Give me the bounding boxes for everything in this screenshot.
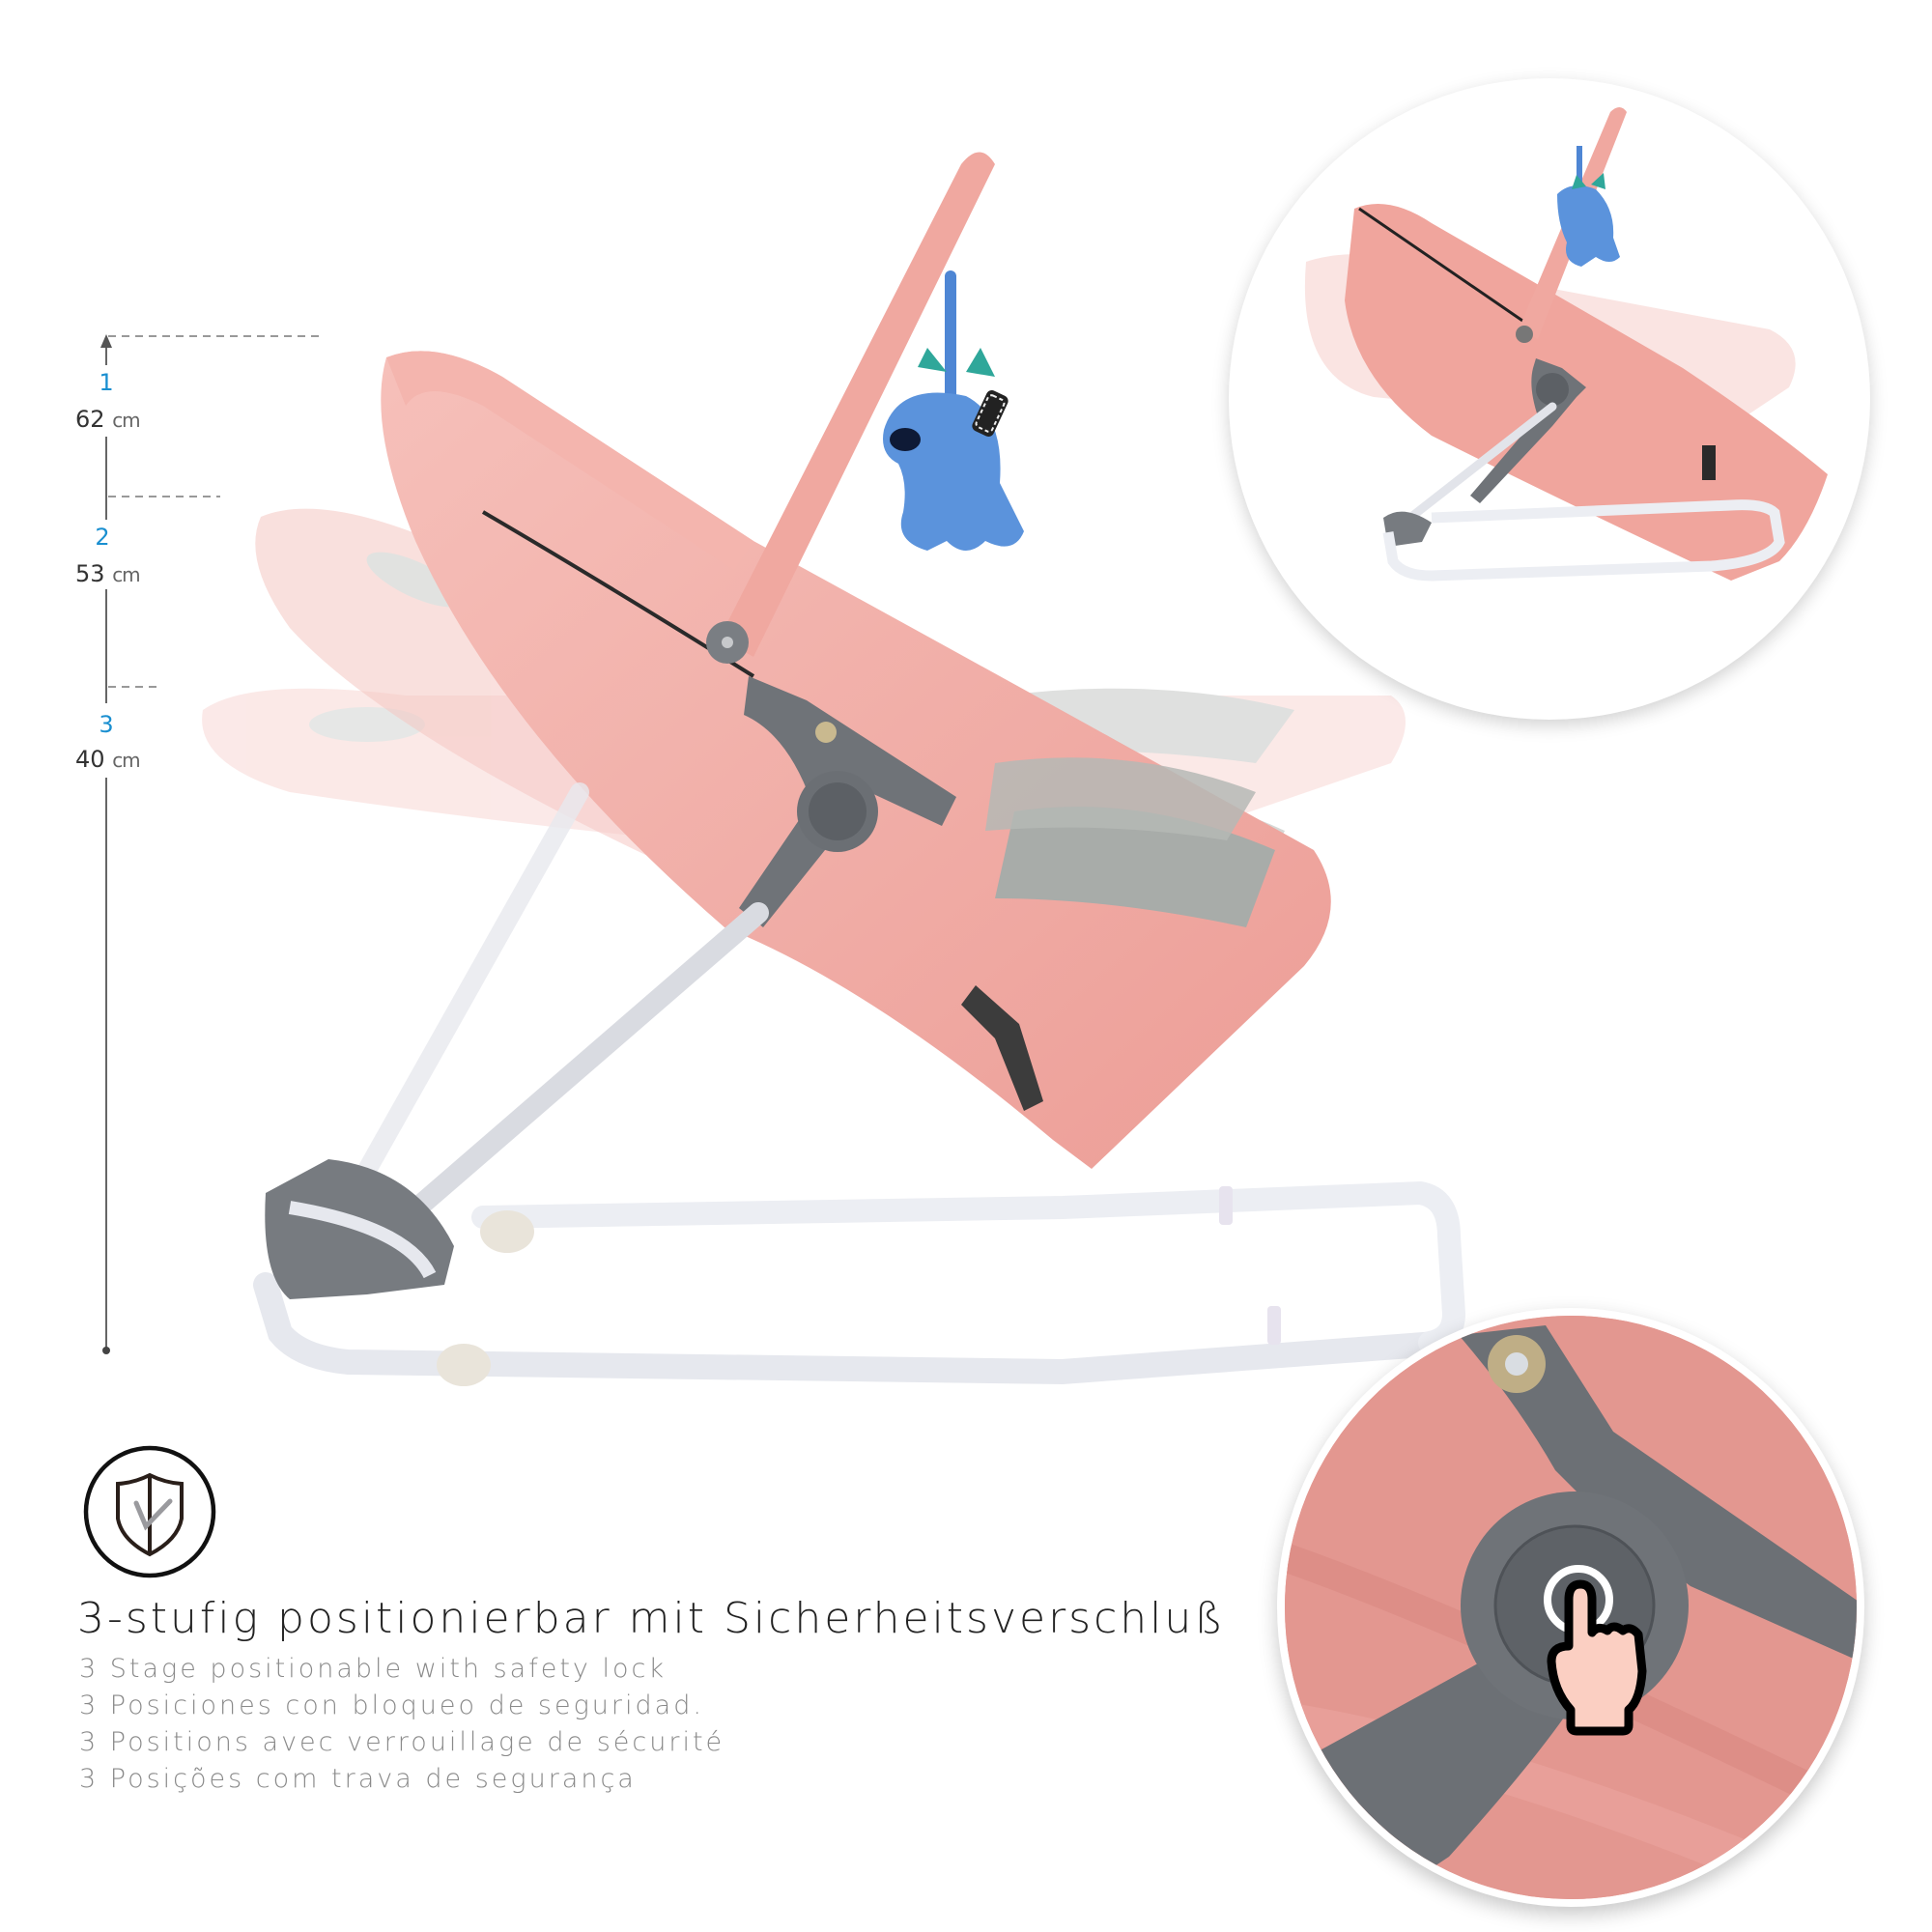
stage-2-number: 2 xyxy=(95,524,110,551)
feature-title-de: 3-stufig positionierbar mit Sicherheitsv… xyxy=(77,1594,1227,1643)
feature-text-pt: 3 Posições com trava de segurança xyxy=(79,1764,637,1794)
stage-1-value: 62 xyxy=(75,406,105,433)
stage-2-value: 53 xyxy=(75,560,105,587)
toy-bar xyxy=(706,152,995,664)
stage-3-unit: cm xyxy=(112,749,141,772)
feature-text-en: 3 Stage positionable with safety lock xyxy=(79,1654,667,1684)
inset-safety-lock-closeup xyxy=(1277,1308,1864,1907)
feature-text-fr: 3 Positions avec verrouillage de sécurit… xyxy=(79,1727,725,1757)
inset-folded-view xyxy=(1229,78,1870,720)
feature-text-es: 3 Posiciones con bloqueo de seguridad. xyxy=(79,1690,704,1720)
recline-lock-hub xyxy=(739,676,956,927)
stage-2-unit: cm xyxy=(112,563,141,586)
stage-3-number: 3 xyxy=(99,711,114,738)
shield-check-icon xyxy=(83,1445,216,1578)
stage-1-number: 1 xyxy=(99,369,114,396)
stage-2-height: 53 cm xyxy=(75,560,141,587)
stage-3-value: 40 xyxy=(75,746,105,773)
stage-3-height: 40 cm xyxy=(75,746,141,773)
stage-1-unit: cm xyxy=(112,409,141,432)
arrow-up-icon xyxy=(100,334,112,348)
hanging-toy-icon xyxy=(883,270,1024,551)
folded-bouncer-illustration xyxy=(1304,107,1828,582)
frame-base-hub xyxy=(265,1159,454,1299)
stage-1-height: 62 cm xyxy=(75,406,141,433)
hand-press-icon xyxy=(1544,1565,1647,1736)
scale-end-dot xyxy=(102,1347,110,1354)
